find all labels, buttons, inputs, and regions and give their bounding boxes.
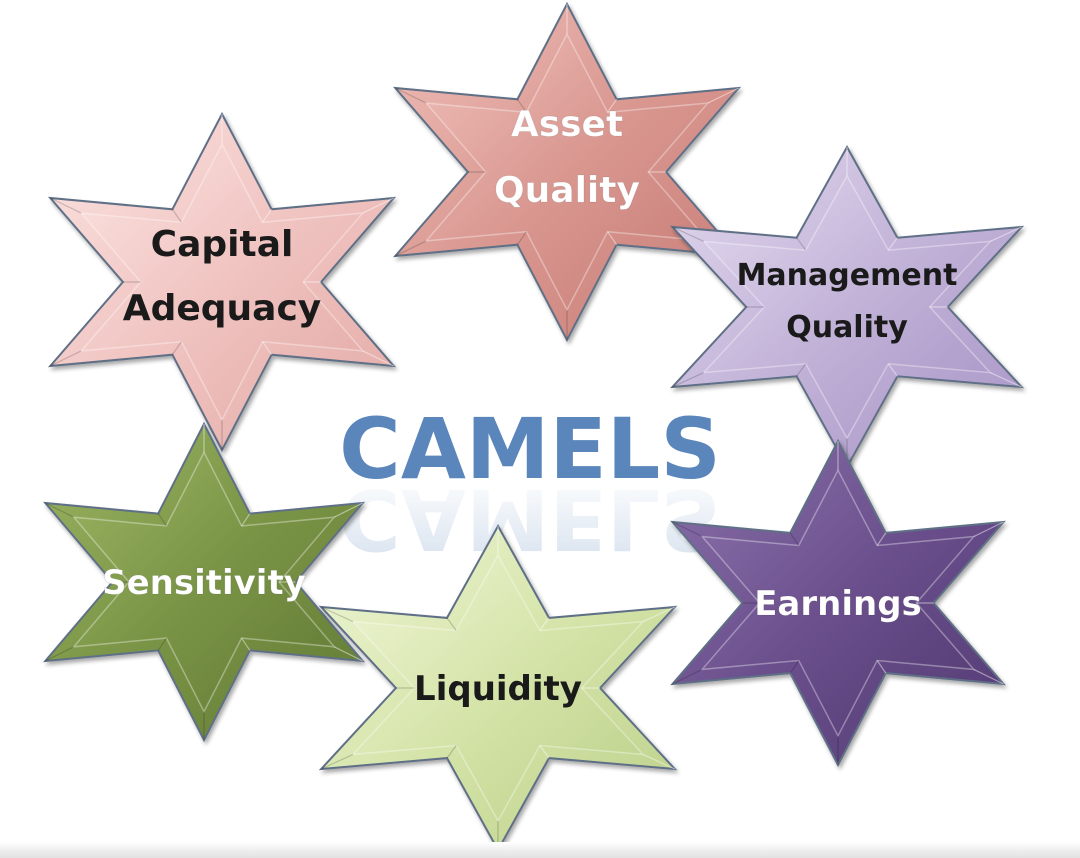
star-bevel-face	[72, 450, 336, 714]
star-bevel-edge	[796, 363, 807, 377]
star-bevel-edge	[516, 231, 527, 246]
star-bevel-edge	[171, 208, 182, 223]
star-bevel-edge	[516, 98, 527, 113]
star-bevel-edge	[789, 660, 800, 674]
star-bevel-edge	[50, 197, 82, 214]
star-bevel-edge	[642, 753, 676, 770]
star-bevel-edge	[333, 646, 363, 662]
star-bevel-edge	[157, 637, 167, 651]
star-bevel-edge	[707, 87, 739, 104]
bottom-edge-strip	[0, 842, 1080, 858]
star-bevel-edge	[262, 341, 273, 356]
star-bevel-edge	[171, 341, 182, 356]
star-bevel-face	[701, 174, 993, 440]
diagram-title: CAMELS	[339, 400, 721, 498]
star-bevel-edge	[320, 753, 354, 770]
star-bevel-edge	[539, 617, 550, 631]
star-bevel-edge	[876, 660, 887, 674]
star-bevel-edge	[262, 208, 273, 223]
star-bevel-edge	[887, 363, 898, 377]
star-bevel-edge	[539, 745, 550, 759]
star-sensitivity: Sensitivity	[42, 421, 366, 743]
star-bevel-edge	[362, 350, 394, 367]
star-bevel-edge	[642, 606, 676, 623]
star-bevel-face	[351, 553, 645, 823]
star-bevel-edge	[989, 226, 1022, 242]
star-label-earnings-line-1: Earnings	[754, 584, 922, 624]
star-bevel-edge	[796, 237, 807, 251]
star-label-liquidity-line-1: Liquidity	[414, 669, 582, 709]
star-bevel-edge	[607, 98, 618, 113]
star-label-asset-quality-line-2: Quality	[494, 170, 640, 211]
star-bevel-edge	[395, 87, 427, 104]
star-bevel-edge	[320, 606, 354, 623]
star-label-management-quality-line-2: Quality	[786, 310, 908, 345]
star-bevel-edge	[333, 502, 363, 518]
diagram-title-reflection: CAMELS	[339, 470, 721, 568]
star-bevel-edge	[973, 668, 1004, 685]
star-bevel-edge	[672, 521, 703, 538]
star-liquidity: Liquidity	[318, 523, 678, 853]
star-bevel-edge	[446, 617, 457, 631]
star-bevel-edge	[241, 513, 251, 527]
star-label-management-quality-line-1: Management	[737, 258, 958, 293]
star-bevel-edge	[45, 646, 75, 662]
star-bevel-edge	[45, 502, 75, 518]
star-bevel-edge	[672, 372, 705, 388]
star-label-sensitivity-line-1: Sensitivity	[102, 563, 306, 603]
star-bevel-edge	[989, 372, 1022, 388]
star-bevel-face	[79, 142, 365, 422]
star-bevel-edge	[50, 350, 82, 367]
star-label-asset-quality-line-1: Asset	[511, 104, 623, 145]
star-label-capital-adequacy-line-1: Capital	[151, 224, 294, 265]
title-group: CAMELS CAMELS	[339, 400, 721, 568]
star-bevel-edge	[973, 521, 1004, 538]
star-bevel-edge	[887, 237, 898, 251]
star-bevel-edge	[789, 532, 800, 546]
star-bevel-edge	[672, 668, 703, 685]
star-bevel-edge	[157, 513, 167, 527]
star-bevel-edge	[241, 637, 251, 651]
star-bevel-face	[700, 468, 976, 738]
star-earnings: Earnings	[670, 438, 1006, 768]
star-bevel-edge	[362, 197, 394, 214]
star-bevel-edge	[607, 231, 618, 246]
star-label-capital-adequacy-line-2: Adequacy	[123, 288, 322, 329]
star-bevel-edge	[446, 745, 457, 759]
star-bevel-edge	[395, 240, 427, 257]
star-bevel-edge	[672, 226, 705, 242]
star-bevel-edge	[876, 532, 887, 546]
stars-layer: AssetQualityCapitalAdequacyManagementQua…	[42, 1, 1025, 853]
star-bevel-face	[424, 32, 710, 312]
